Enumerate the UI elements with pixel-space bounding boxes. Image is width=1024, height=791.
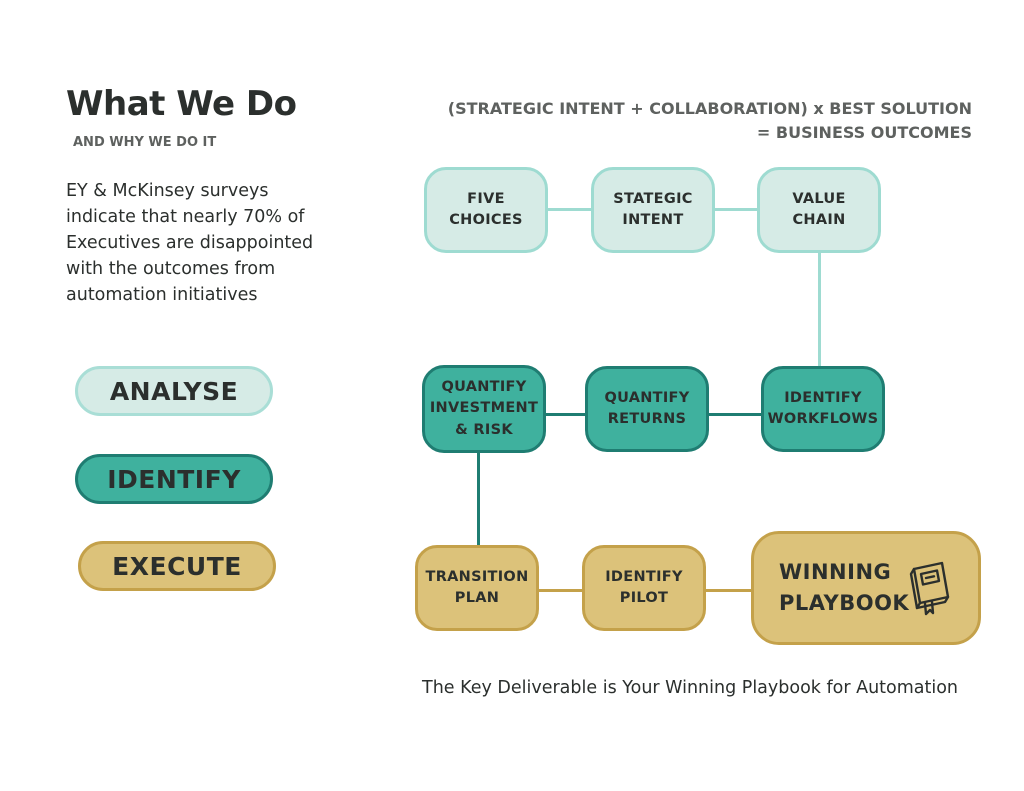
formula: (STRATEGIC INTENT + COLLABORATION) x BES… [448,97,972,145]
step-label-line: QUANTIFY [604,390,690,406]
step-quantify-investment-risk: QUANTIFY INVESTMENT & RISK [422,365,546,453]
step-label-line: PLAN [454,590,500,606]
step-value-chain: VALUE CHAIN [757,167,881,253]
connector-quantify-investment-transition-plan [477,453,480,545]
legend-execute: EXECUTE [78,541,276,591]
page-title: What We Do [66,84,297,124]
step-quantify-returns: QUANTIFY RETURNS [585,366,709,452]
step-label-line: INTENT [622,212,684,228]
footer-caption: The Key Deliverable is Your Winning Play… [422,678,959,698]
step-label-line: INVESTMENT [429,400,539,417]
connector-value-chain-identify-workflows [818,253,821,366]
step-strategic-intent: STATEGIC INTENT [591,167,715,253]
formula-line-1: (STRATEGIC INTENT + COLLABORATION) x BES… [447,99,972,118]
book-icon [909,561,950,616]
connector-quantify-returns-quantify-investment [546,413,585,416]
step-label-line: IDENTIFY [605,569,683,585]
step-identify-workflows: IDENTIFY WORKFLOWS [761,366,885,452]
legend-identify: IDENTIFY [75,454,273,504]
step-label-line: STATEGIC [613,191,693,207]
connector-transition-plan-identify-pilot [539,589,582,592]
legend-analyse: ANALYSE [75,366,273,416]
step-label-line: FIVE [467,191,505,207]
step-identify-pilot: IDENTIFY PILOT [582,545,706,631]
step-label-line: QUANTIFY [441,378,527,395]
step-label-line: WINNING [779,560,892,584]
step-winning-playbook: WINNING PLAYBOOK [751,531,981,645]
connector-strategic-intent-value-chain [715,208,757,211]
intro-text: EY & McKinsey surveys indicate that near… [66,181,314,305]
connector-five-choices-strategic-intent [548,208,591,211]
step-label-line: TRANSITION [425,569,529,585]
step-label-line: RETURNS [607,411,687,427]
step-label-line: CHOICES [449,212,523,228]
step-transition-plan: TRANSITION PLAN [415,545,539,631]
step-label-line: IDENTIFY [784,390,862,406]
step-five-choices: FIVE CHOICES [424,167,548,253]
step-label-line: CHAIN [792,212,846,228]
step-label-line: VALUE [792,191,846,207]
page-subtitle: AND WHY WE DO IT [73,135,217,150]
step-label-line: PILOT [619,590,669,606]
connector-identify-workflows-quantify-returns [709,413,761,416]
formula-line-2: = BUSINESS OUTCOMES [756,123,972,142]
connector-identify-pilot-winning-playbook [706,589,751,592]
step-label-line: & RISK [455,421,513,438]
step-label-line: PLAYBOOK [779,591,910,615]
step-label-line: WORKFLOWS [767,411,879,427]
